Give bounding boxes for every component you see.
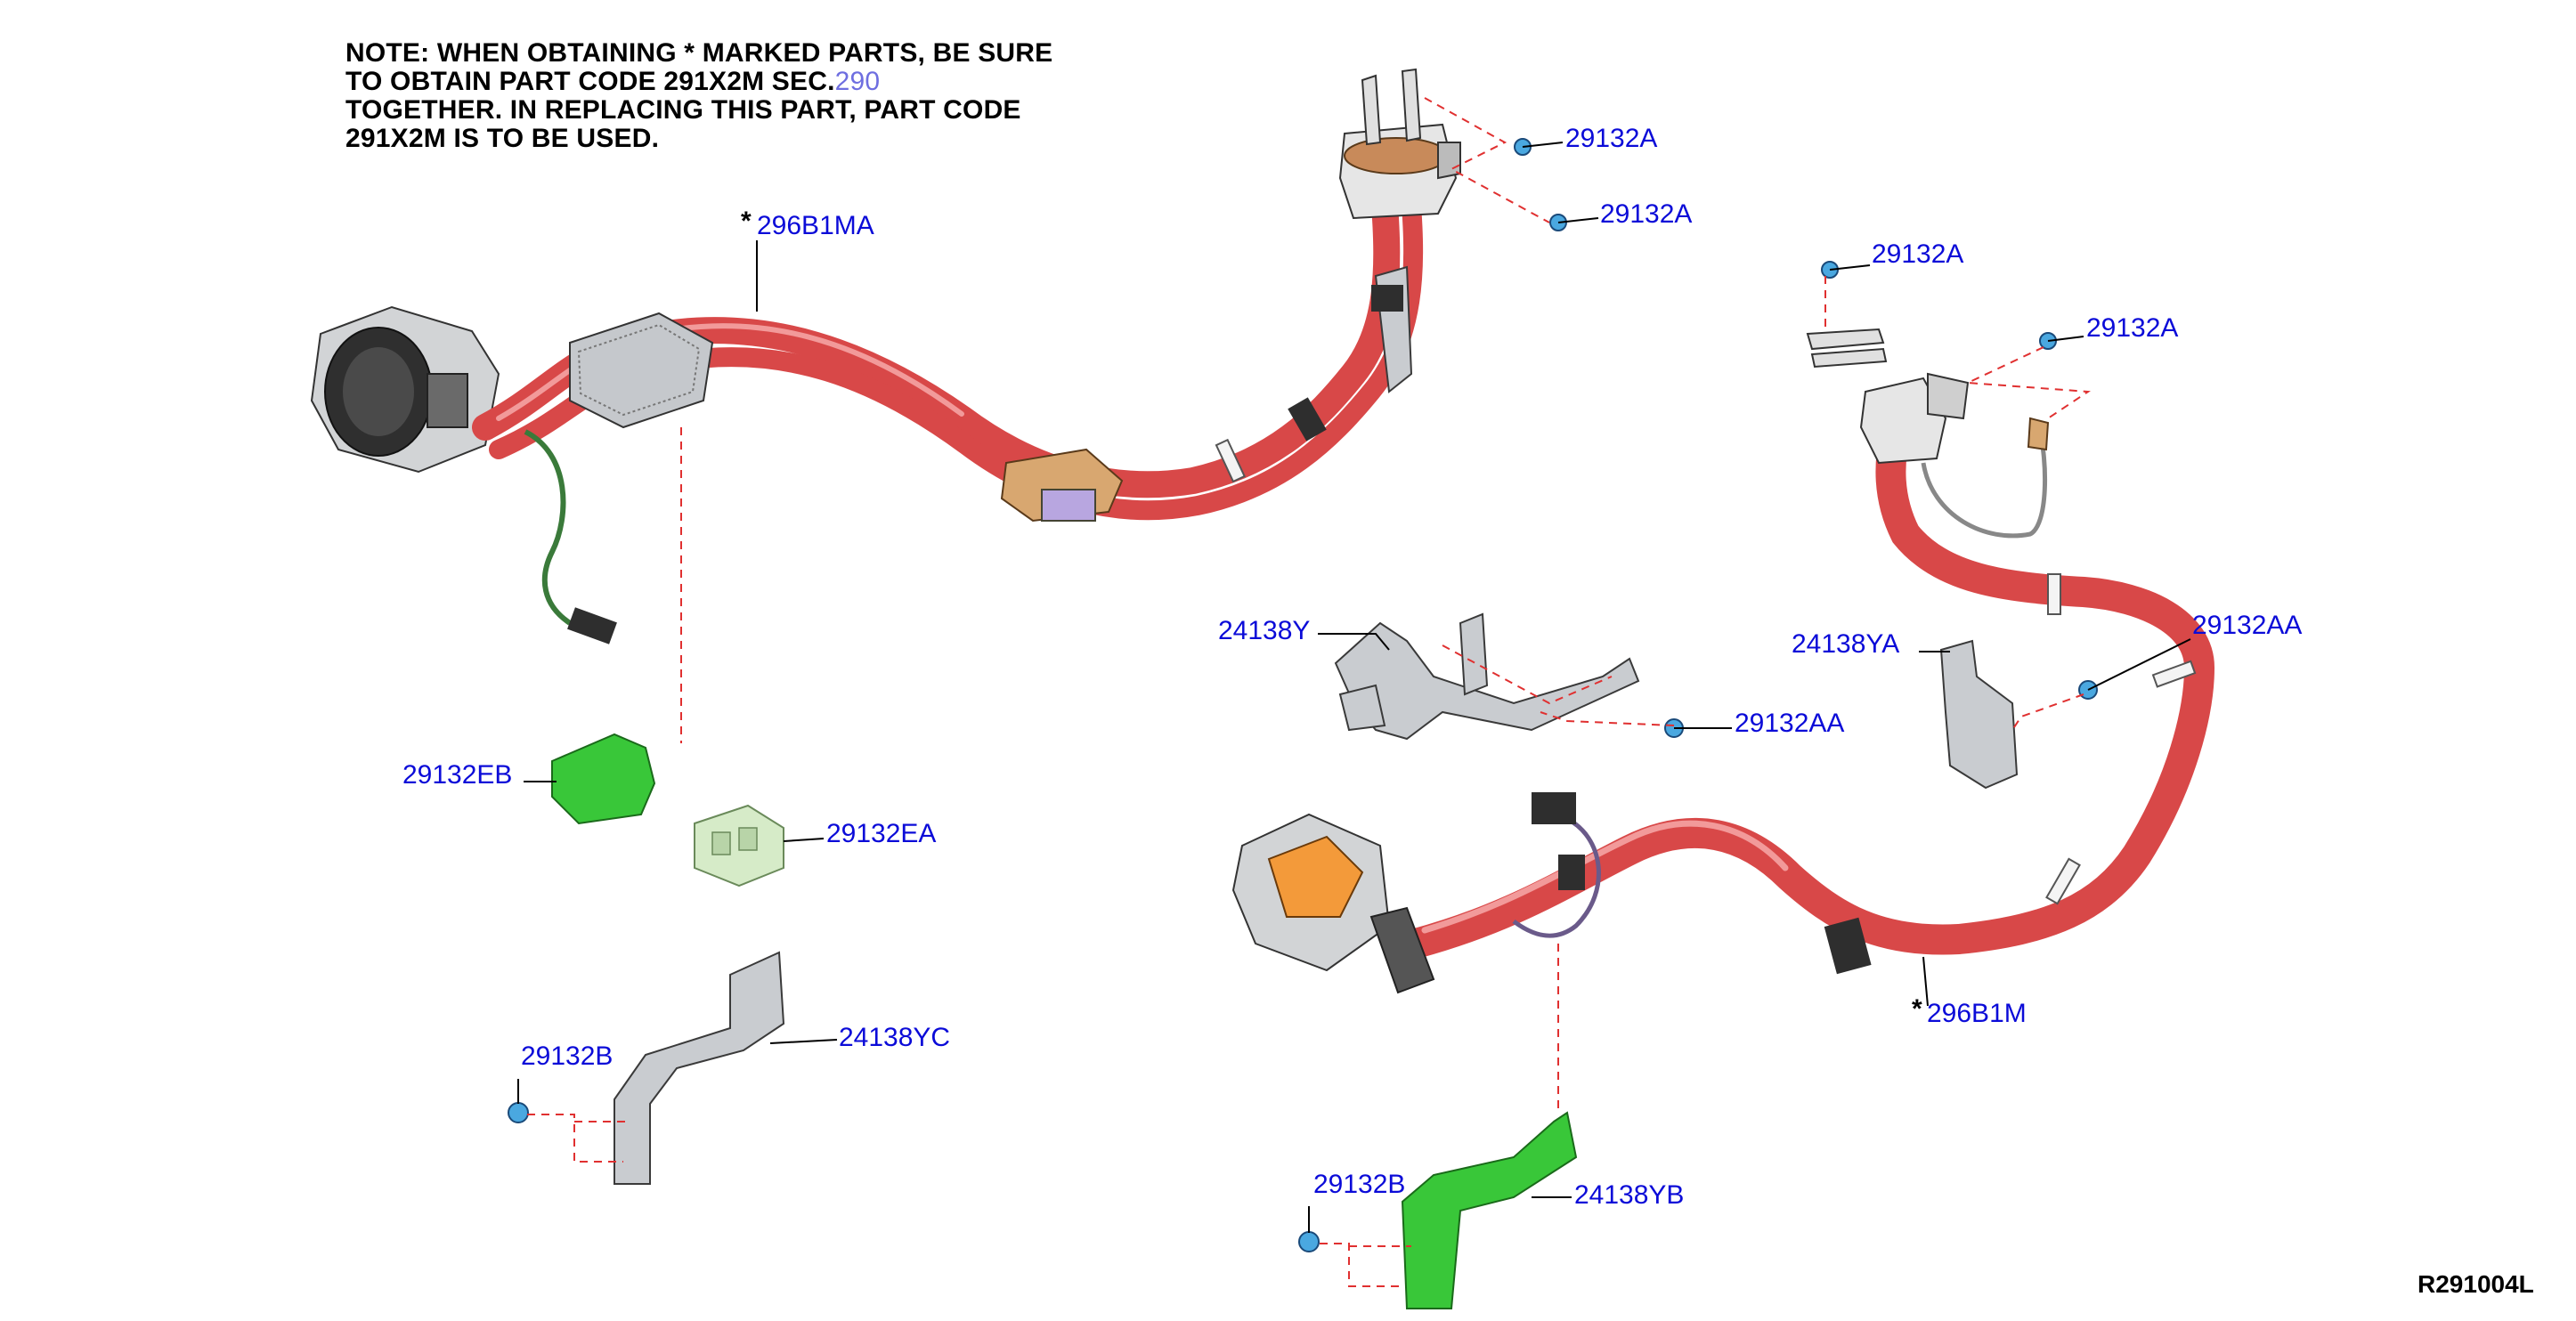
label-29132a-3[interactable]: 29132A [1872, 239, 1963, 269]
label-29132aa-1[interactable]: 29132AA [2192, 611, 2302, 640]
terminal-block-top [1338, 68, 1461, 220]
bracket-24138ya [1939, 639, 2019, 790]
clip-29132ea [694, 804, 784, 887]
harness-band-clip [1824, 917, 1872, 975]
nut-29132b-2 [1298, 1231, 1320, 1252]
note-line-2: TO OBTAIN PART CODE 291X2M SEC.290 [345, 68, 1052, 96]
label-29132ea[interactable]: 29132EA [826, 819, 936, 848]
wire-connector [567, 607, 617, 644]
label-29132a-2[interactable]: 29132A [1600, 199, 1692, 229]
terminal-block-right [1806, 328, 2050, 465]
bracket-24138yc [614, 951, 785, 1185]
harness-band-clip [1288, 397, 1327, 442]
harness-clip-connector [1000, 448, 1124, 523]
note-line-1: NOTE: WHEN OBTAINING * MARKED PARTS, BE … [345, 38, 1053, 68]
harness-band-clip [1371, 285, 1403, 312]
label-29132b-1[interactable]: 29132B [521, 1041, 613, 1071]
label-29132b-2[interactable]: 29132B [1313, 1170, 1405, 1199]
label-29132eb[interactable]: 29132EB [402, 760, 512, 790]
harness-band-clip [2045, 857, 2081, 905]
note-line-4: 291X2M IS TO BE USED. [345, 124, 660, 153]
label-29132a-1[interactable]: 29132A [1565, 124, 1657, 153]
ground-wire [524, 429, 572, 626]
harness-band-clip [1215, 438, 1246, 483]
charge-port-connector-left [310, 305, 500, 474]
harness-band-clip [2151, 660, 2197, 688]
label-29132aa-2[interactable]: 29132AA [1735, 709, 1844, 738]
wire-connector [1532, 792, 1576, 824]
diagram-reference-code: R291004L [2418, 1270, 2534, 1298]
label-296b1ma[interactable]: 296B1MA [757, 211, 874, 240]
label-24138yc[interactable]: 24138YC [839, 1023, 950, 1052]
section-290-link[interactable]: 290 [834, 67, 881, 96]
asterisk-mark: * [1912, 994, 1922, 1024]
note-line-3: TOGETHER. IN REPLACING THIS PART, PART C… [345, 95, 1021, 125]
nut-29132b-1 [508, 1102, 529, 1123]
label-24138yb[interactable]: 24138YB [1574, 1180, 1684, 1210]
label-24138y[interactable]: 24138Y [1218, 616, 1310, 645]
bracket-24138yb [1401, 1111, 1578, 1309]
harness-296b1m [1231, 328, 2215, 1113]
label-24138ya[interactable]: 24138YA [1792, 629, 1899, 659]
label-296b1m[interactable]: 296B1M [1927, 999, 2027, 1028]
signal-wire [1512, 816, 1601, 938]
bracket-24138y [1334, 612, 1640, 741]
harness-band-clip [2047, 573, 2061, 615]
asterisk-mark: * [741, 207, 752, 236]
label-29132a-4[interactable]: 29132A [2086, 313, 2178, 343]
harness-band-clip [1558, 855, 1585, 890]
sensor-wire [1921, 426, 2048, 539]
note-line-2-text: TO OBTAIN PART CODE 291X2M SEC. [345, 67, 835, 96]
note-text-block: NOTE: WHEN OBTAINING * MARKED PARTS, BE … [345, 39, 1052, 153]
charge-port-connector-right [1231, 813, 1435, 994]
junction-block [569, 312, 714, 429]
harness-296b1ma [310, 68, 1461, 743]
bracket-29132eb [551, 733, 656, 825]
